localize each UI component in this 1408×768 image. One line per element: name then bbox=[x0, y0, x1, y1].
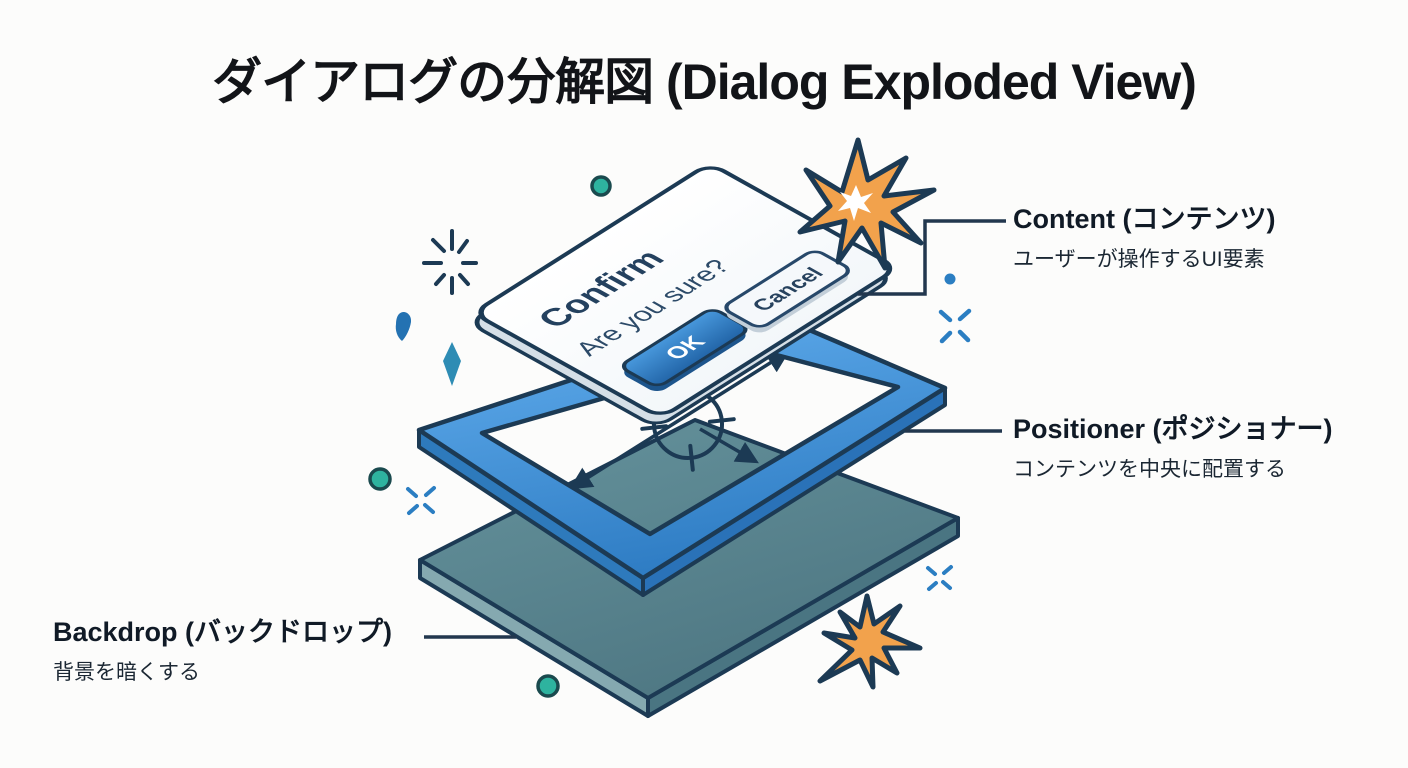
teardrop-icon bbox=[395, 311, 412, 341]
ok-button[interactable]: OK bbox=[614, 307, 756, 393]
callout-backdrop-label: Backdrop (バックドロップ) bbox=[53, 617, 393, 647]
cancel-button-face bbox=[724, 250, 850, 328]
callout-content-label: Content (コンテンツ) bbox=[1013, 204, 1276, 234]
callout-positioner: Positioner (ポジショナー) コンテンツを中央に配置する bbox=[1013, 413, 1403, 483]
decorations bbox=[368, 137, 972, 698]
teal-dot-left bbox=[368, 467, 392, 491]
starburst-top-icon bbox=[797, 137, 937, 271]
centering-marks bbox=[569, 350, 790, 490]
callout-content: Content (コンテンツ) ユーザーが操作するUI要素 bbox=[1013, 203, 1393, 273]
dialog-card: Confirm Are you sure? OK Cancel bbox=[474, 166, 893, 425]
ray-burst-icon bbox=[422, 229, 478, 295]
offset-arrow bbox=[699, 427, 759, 464]
callout-positioner-description: コンテンツを中央に配置する bbox=[1013, 457, 1286, 481]
sparkle-x-lower-right bbox=[926, 565, 953, 591]
sparkle-x-right bbox=[938, 308, 972, 344]
diagonal-arrow bbox=[569, 350, 790, 490]
callout-content-description: ユーザーが操作するUI要素 bbox=[1013, 247, 1265, 271]
teal-dot-top bbox=[590, 175, 612, 197]
callout-backdrop: Backdrop (バックドロップ) 背景を暗くする bbox=[53, 616, 433, 686]
teal-dot-bottom bbox=[536, 674, 560, 698]
page-title: ダイアログの分解図 (Dialog Exploded View) bbox=[212, 54, 1197, 110]
kite-icon bbox=[443, 342, 461, 386]
content-connector-line bbox=[858, 219, 1006, 296]
callout-backdrop-description: 背景を暗くする bbox=[53, 660, 200, 684]
blue-dot-icon bbox=[944, 273, 956, 285]
dialog-card-face bbox=[478, 166, 893, 415]
sparkle-x-left bbox=[406, 486, 436, 515]
connectors bbox=[424, 219, 1006, 639]
starburst-bottom-icon bbox=[817, 593, 923, 690]
callout-positioner-label: Positioner (ポジショナー) bbox=[1013, 414, 1333, 444]
